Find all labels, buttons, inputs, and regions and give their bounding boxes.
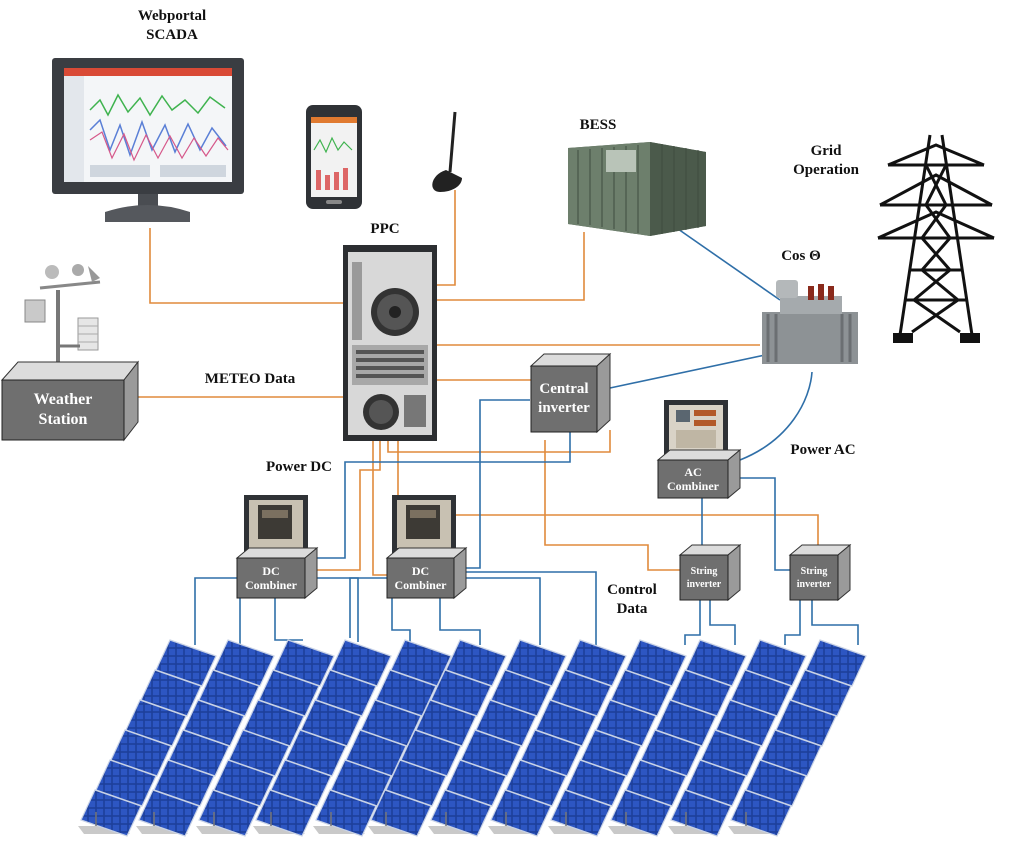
control-data-lines	[138, 190, 819, 576]
cos-theta-label: Cos Θ	[781, 248, 821, 264]
dc-combiner-1-text: DC Combiner	[237, 558, 305, 598]
ppc-label: PPC	[370, 221, 400, 237]
antenna-icon	[432, 111, 462, 192]
solar-panel-column	[728, 639, 867, 837]
smartphone-icon	[306, 105, 362, 209]
power-dc-label: Power DC	[266, 459, 332, 475]
grid-label-line1: Grid	[810, 143, 842, 159]
control-data-label: Control Data	[592, 581, 672, 619]
central-line1: Central	[539, 381, 589, 397]
solar-panel-column	[668, 639, 807, 837]
solar-panel-column	[428, 639, 567, 837]
grid-label-line2: Operation	[793, 162, 859, 178]
dc-combiner-unit-1	[235, 495, 319, 600]
webportal-label-line1: Webportal	[137, 8, 207, 24]
tower-feet	[893, 333, 980, 343]
weather-station-box	[0, 360, 140, 442]
webportal-label-line2: SCADA	[146, 27, 198, 43]
dc-combiner-1-line2: Combiner	[245, 578, 297, 592]
solar-panel-column	[196, 639, 335, 837]
control-label-line1: Control	[607, 582, 657, 598]
monitor-icon	[52, 58, 244, 222]
power-lines	[194, 221, 859, 645]
string-2-line1: String	[800, 565, 828, 577]
string-1-line2: inverter	[686, 578, 722, 590]
control-label-line2: Data	[616, 601, 648, 617]
solar-array	[78, 639, 867, 837]
central-inverter-box	[529, 352, 612, 434]
weather-line1: Weather	[33, 391, 93, 408]
central-inverter-text: Central inverter	[531, 366, 597, 432]
power-ac-label: Power AC	[790, 442, 856, 458]
weather-instruments-icon	[24, 264, 101, 364]
ac-combiner-line1: AC	[684, 465, 702, 479]
solar-panel-column	[78, 639, 217, 837]
solar-panel-column	[608, 639, 747, 837]
webportal-label: Webportal SCADA	[112, 7, 232, 45]
solar-panel-column	[488, 639, 627, 837]
ac-combiner-text: AC Combiner	[658, 460, 728, 498]
string-inverter-1-text: String inverter	[680, 555, 728, 600]
string-inverter-unit-1	[678, 543, 742, 602]
string-inverter-2-text: String inverter	[790, 555, 838, 600]
central-line2: inverter	[538, 400, 590, 416]
weather-station-text: Weather Station	[2, 380, 124, 440]
solar-panel-column	[548, 639, 687, 837]
solar-panel-column	[313, 639, 452, 837]
solar-panel-column	[253, 639, 392, 837]
bess-label: BESS	[579, 117, 617, 133]
dc-combiner-1-line1: DC	[262, 564, 280, 578]
grid-operation-label: Grid Operation	[776, 142, 876, 180]
ac-combiner-unit	[656, 400, 742, 500]
solar-panel-column	[136, 639, 275, 837]
transformer-icon	[762, 280, 858, 364]
solar-panel-column	[368, 639, 507, 837]
computer-tower-icon	[343, 245, 437, 441]
ac-combiner-line2: Combiner	[667, 479, 719, 493]
transmission-tower-icon	[877, 134, 995, 336]
container-icon	[568, 142, 706, 236]
meteo-data-label: METEO Data	[204, 371, 296, 387]
dc-combiner-2-line2: Combiner	[394, 578, 447, 592]
dc-combiner-2-line1: DC	[411, 564, 430, 578]
dc-combiner-2-text: DC Combiner	[387, 558, 454, 598]
string-1-line1: String	[690, 565, 718, 577]
string-inverter-unit-2	[788, 543, 852, 602]
string-2-line2: inverter	[796, 578, 832, 590]
dc-combiner-unit-2	[385, 495, 468, 600]
weather-line2: Station	[38, 411, 88, 428]
